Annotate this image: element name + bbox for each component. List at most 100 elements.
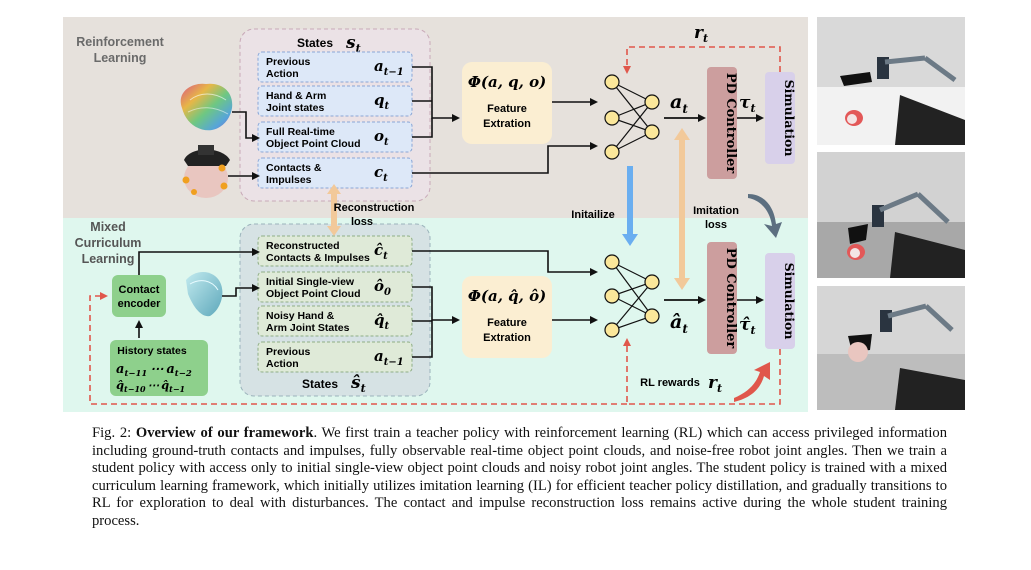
teacher-state-symbol-sub-0: t−1 bbox=[384, 67, 404, 78]
history-q-last-sub: t−1 bbox=[169, 384, 185, 394]
student-network bbox=[604, 254, 660, 338]
student-state-label-1-line1: Initial Single-view bbox=[266, 276, 355, 288]
teacher-torque-sub: t bbox=[750, 102, 755, 115]
teacher-state-label-2-line1: Full Real-time bbox=[266, 126, 335, 138]
teacher-simulation-label: Simulation bbox=[782, 80, 797, 157]
history-q-last: q̂ bbox=[161, 378, 169, 392]
student-state-symbol-main-1: ô bbox=[374, 277, 384, 295]
contact-encoder-box bbox=[112, 275, 166, 317]
student-torque-symbol: τ̂ bbox=[739, 315, 751, 335]
hand-object-contact-image bbox=[182, 145, 230, 198]
student-state-symbol-main-3: a bbox=[374, 347, 384, 365]
teacher-state-symbol-sub-1: t bbox=[385, 101, 390, 112]
svg-text:τt: τt bbox=[739, 93, 756, 115]
caption-body: . We first train a teacher policy with r… bbox=[92, 425, 947, 529]
student-action-sub: t bbox=[682, 322, 688, 336]
history-q-first: q̂ bbox=[116, 378, 124, 392]
student-state-symbol-sub-0: t bbox=[383, 251, 388, 262]
teacher-state-symbol-main-1: q bbox=[374, 91, 385, 109]
student-state-symbol-sub-2: t bbox=[385, 321, 390, 332]
teacher-reward-symbol: r bbox=[694, 23, 704, 43]
teacher-state-label-3-line2: Impulses bbox=[266, 174, 312, 186]
teacher-state-symbol-sub-3: t bbox=[383, 173, 388, 184]
teacher-torque-symbol: τ bbox=[739, 93, 751, 113]
teacher-state-label-1-line1: Hand & Arm bbox=[266, 90, 326, 102]
teacher-state-symbol-main-3: c bbox=[374, 163, 383, 181]
student-state-symbol-2: q̂t bbox=[374, 311, 390, 332]
teacher-feature-l2: Extration bbox=[483, 118, 531, 130]
student-state-box-1 bbox=[257, 271, 413, 303]
student-state-symbol-main-0: ĉ bbox=[374, 241, 383, 259]
partial-point-cloud-image bbox=[186, 271, 223, 317]
teacher-simulation-box bbox=[765, 72, 795, 164]
student-action-symbol: â bbox=[670, 311, 682, 333]
teacher-reward-sub: t bbox=[703, 32, 708, 45]
student-states-symbol: ŝ bbox=[350, 373, 361, 393]
student-state-label-2-line2: Arm Joint States bbox=[266, 322, 350, 334]
student-torque-sub: t bbox=[750, 324, 755, 337]
student-state-label-3-line1: Previous bbox=[266, 346, 311, 358]
teacher-network bbox=[604, 74, 660, 160]
teacher-state-label-0-line2: Action bbox=[266, 68, 299, 80]
student-simulation-label: Simulation bbox=[782, 263, 797, 340]
svg-text:q̂t−10⋯q̂t−1: q̂t−10⋯q̂t−1 bbox=[116, 378, 185, 394]
history-a-first-sub: t−11 bbox=[124, 369, 147, 379]
history-states-title: History states bbox=[117, 345, 187, 357]
teacher-state-symbol-3: ct bbox=[374, 163, 388, 184]
teacher-state-symbol-main-0: a bbox=[374, 57, 384, 75]
mcl-title-2: Curriculum bbox=[75, 236, 142, 250]
teacher-state-symbol-0: at−1 bbox=[374, 57, 404, 78]
student-state-symbol-3: at−1 bbox=[374, 347, 404, 368]
student-state-label-3-line2: Action bbox=[266, 358, 299, 370]
svg-text:at−11⋯at−2: at−11⋯at−2 bbox=[116, 362, 192, 379]
teacher-state-box-2 bbox=[257, 121, 413, 153]
student-state-symbol-main-2: q̂ bbox=[374, 311, 385, 329]
teacher-state-symbol-sub-2: t bbox=[384, 137, 389, 148]
student-state-symbol-sub-1: 0 bbox=[384, 287, 391, 298]
contact-encoder-l1: Contact bbox=[119, 284, 160, 296]
rl-rewards-curved-arrow bbox=[734, 362, 770, 402]
teacher-action-symbol: a bbox=[670, 91, 682, 113]
history-a-first: a bbox=[116, 362, 124, 377]
student-feature-l1: Feature bbox=[487, 317, 527, 329]
student-pd-controller-box bbox=[707, 242, 737, 354]
teacher-states-sub: t bbox=[356, 42, 361, 55]
transition-curved-arrow bbox=[748, 194, 782, 238]
imitation-loss-l1: Imitation bbox=[693, 205, 739, 217]
teacher-pd-controller-box bbox=[707, 67, 737, 179]
student-state-box-2 bbox=[257, 305, 413, 337]
student-state-symbol-sub-3: t−1 bbox=[384, 357, 404, 368]
teacher-reward-loop bbox=[623, 46, 781, 74]
full-point-cloud-image bbox=[180, 83, 233, 131]
student-state-symbol-1: ô0 bbox=[374, 277, 391, 298]
teacher-states-label: States bbox=[297, 36, 333, 50]
student-state-symbol-0: ĉt bbox=[374, 241, 388, 262]
mcl-title-3: Learning bbox=[82, 252, 135, 266]
student-states-label: States bbox=[302, 377, 338, 391]
rl-rewards-label: RL rewards bbox=[640, 377, 700, 389]
rl-title-2: Learning bbox=[94, 51, 147, 65]
student-state-label-1-line2: Object Point Cloud bbox=[266, 288, 361, 300]
student-feature-box bbox=[462, 276, 552, 358]
history-a-dots: ⋯ bbox=[150, 362, 164, 377]
student-simulation-box bbox=[765, 253, 795, 349]
teacher-state-label-3-line1: Contacts & bbox=[266, 162, 322, 174]
svg-text:τ̂t: τ̂t bbox=[739, 315, 756, 337]
history-a-last: a bbox=[166, 362, 174, 377]
contact-encoder-l2: encoder bbox=[118, 298, 162, 310]
student-feature-l2: Extration bbox=[483, 332, 531, 344]
student-state-label-0-line1: Reconstructed bbox=[266, 240, 340, 252]
caption-prefix: Fig. 2: bbox=[92, 425, 136, 441]
rl-title-1: Reinforcement bbox=[76, 35, 164, 49]
teacher-state-label-2-line2: Object Point Cloud bbox=[266, 138, 361, 150]
student-state-label-2-line1: Noisy Hand & bbox=[266, 310, 335, 322]
imitation-loss-l2: loss bbox=[705, 219, 727, 231]
robot-photo-1 bbox=[817, 17, 965, 145]
teacher-action-sub: t bbox=[682, 102, 688, 116]
svg-text:ât: ât bbox=[670, 311, 688, 336]
history-q-dots: ⋯ bbox=[148, 378, 160, 392]
teacher-state-box-1 bbox=[257, 85, 413, 117]
mcl-title-1: Mixed bbox=[90, 220, 125, 234]
svg-text:ŝt: ŝt bbox=[350, 373, 366, 395]
teacher-state-symbol-1: qt bbox=[374, 91, 390, 112]
